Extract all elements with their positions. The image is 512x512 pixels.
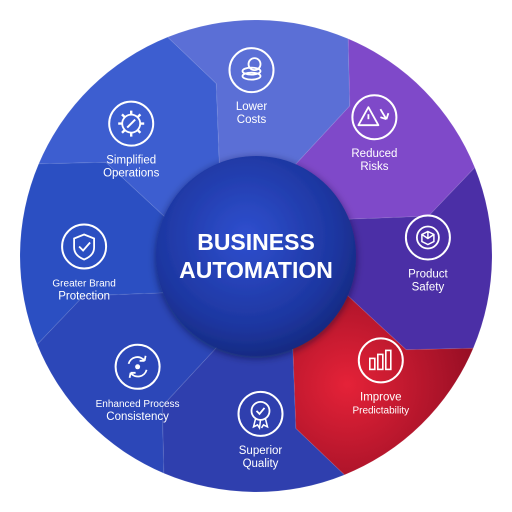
segment-label-line: Safety (412, 282, 445, 294)
gear-wrench-icon (108, 100, 155, 147)
segment-icons (61, 47, 451, 437)
segment-label-line: Reduced (351, 148, 397, 160)
segment-label-line: Costs (237, 114, 267, 126)
segment-label-line: Operations (103, 168, 160, 180)
quality-badge-icon (237, 390, 284, 437)
segment-label-line: Consistency (106, 411, 169, 423)
center-hub: BUSINESS AUTOMATION (156, 156, 356, 356)
segment-label-line: Risks (360, 161, 388, 173)
segment-label-line: Lower (236, 101, 267, 113)
cycle-arrows-icon (114, 343, 161, 390)
segment-label-line: Superior (239, 445, 283, 457)
segment-label-line: Quality (243, 458, 279, 470)
segment-label-line: Enhanced Process (96, 399, 180, 410)
product-box-icon (404, 214, 451, 261)
segment-labels: LowerCostsReducedRisksProductSafetyImpro… (52, 101, 448, 470)
center-title-line2: AUTOMATION (179, 257, 333, 283)
bar-chart-icon (357, 337, 404, 384)
coins-icon (228, 47, 275, 94)
segment-label-line: Greater Brand (52, 279, 115, 290)
segment-label-line: Simplified (106, 155, 156, 167)
segment-label-line: Protection (58, 291, 110, 303)
center-circle (156, 156, 356, 356)
warning-down-icon (351, 94, 398, 141)
segment-label-line: Improve (360, 391, 402, 403)
center-title-line1: BUSINESS (197, 229, 315, 255)
shield-check-icon (61, 223, 108, 270)
segment-label-line: Product (408, 269, 448, 281)
segment-label-line: Predictability (352, 405, 409, 416)
